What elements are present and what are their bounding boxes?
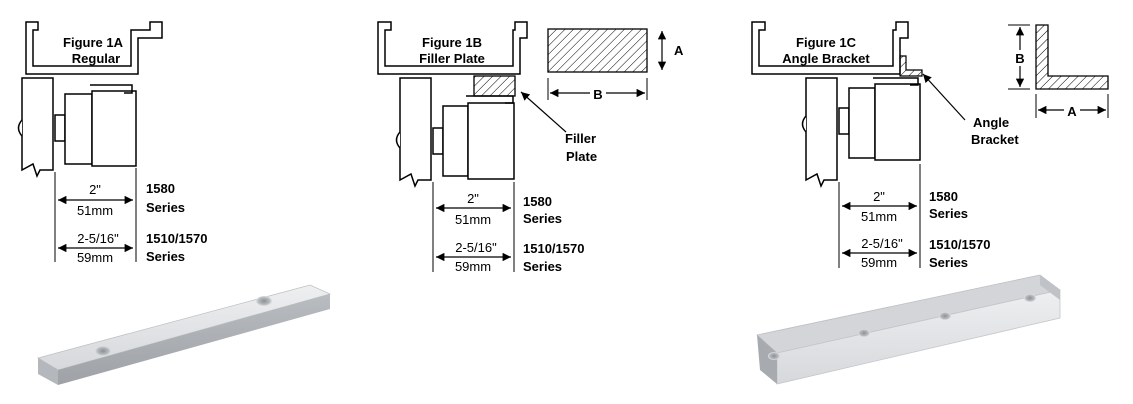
mounting-hole — [858, 329, 870, 337]
figure-1c-title: Figure 1C — [796, 35, 857, 50]
magnet-housing — [91, 90, 137, 167]
figure-1a: Figure 1A Regular 2" 51mm 2-5/16" 59mm 1… — [17, 21, 332, 385]
callout-bracket: Bracket — [971, 132, 1019, 147]
series-1510-line1: 1510/1570 — [523, 241, 584, 256]
door — [21, 77, 54, 178]
series-1510-line1: 1510/1570 — [929, 237, 990, 252]
mounting-hole — [256, 296, 272, 306]
figure-1a-title: Figure 1A — [63, 35, 124, 50]
armature-plate — [838, 107, 850, 135]
dim-59mm: 59mm — [861, 255, 897, 270]
series-1580-line1: 1580 — [146, 181, 175, 196]
section-label-a: A — [674, 43, 684, 58]
series-1580-line1: 1580 — [523, 194, 552, 209]
dim-59mm: 59mm — [455, 259, 491, 274]
header-frame — [25, 21, 163, 75]
armature-plate — [54, 114, 66, 142]
dim-51mm: 51mm — [861, 209, 897, 224]
series-1510-line2: Series — [929, 255, 968, 270]
dim-2in: 2" — [89, 182, 101, 197]
dim-2in: 2" — [873, 189, 885, 204]
door — [399, 77, 432, 188]
figure-1b-title: Figure 1B — [422, 35, 482, 50]
figure-1b-subtitle: Filler Plate — [419, 51, 485, 66]
magnet-housing — [467, 102, 515, 180]
figure-1c-subtitle: Angle Bracket — [782, 51, 870, 66]
mounting-hole — [768, 352, 780, 360]
dim-2-5-16in: 2-5/16" — [861, 236, 903, 251]
angle-bracket-section — [899, 55, 923, 77]
header-frame — [377, 21, 528, 75]
dim-59mm: 59mm — [77, 250, 113, 265]
mounting-hole — [95, 346, 111, 356]
series-1580-line2: Series — [929, 206, 968, 221]
filler-plate-photo — [36, 284, 332, 385]
filler-plate-cross-section — [547, 28, 648, 73]
dim-51mm: 51mm — [77, 203, 113, 218]
dim-2in: 2" — [467, 191, 479, 206]
series-1510-line2: Series — [523, 259, 562, 274]
figure-1a-subtitle: Regular — [72, 51, 120, 66]
angle-bracket-photo — [756, 274, 1061, 385]
callout-angle: Angle — [973, 115, 1009, 130]
section-label-a: A — [1067, 104, 1077, 119]
series-1510-line1: 1510/1570 — [146, 231, 207, 246]
figure-1c: Figure 1C Angle Bracket Angle Bracket B … — [751, 21, 1109, 385]
section-label-b: B — [593, 87, 602, 102]
section-label-b: B — [1015, 51, 1024, 66]
series-1580-line1: 1580 — [929, 189, 958, 204]
figure-1b: Figure 1B Filler Plate Filler Plate A B … — [377, 21, 684, 274]
armature-plate — [432, 127, 444, 155]
dim-51mm: 51mm — [455, 212, 491, 227]
mounting-hole — [1024, 294, 1036, 302]
door — [805, 77, 838, 188]
series-1510-line2: Series — [146, 249, 185, 264]
callout-filler: Filler — [565, 131, 596, 146]
mounting-hole — [939, 312, 951, 320]
filler-plate-section — [473, 75, 516, 97]
angle-cross-section — [1035, 24, 1109, 90]
dim-2-5-16in: 2-5/16" — [455, 240, 497, 255]
callout-plate: Plate — [566, 149, 597, 164]
dim-2-5-16in: 2-5/16" — [77, 231, 119, 246]
magnet-housing — [874, 83, 921, 161]
series-1580-line2: Series — [146, 200, 185, 215]
series-1580-line2: Series — [523, 211, 562, 226]
